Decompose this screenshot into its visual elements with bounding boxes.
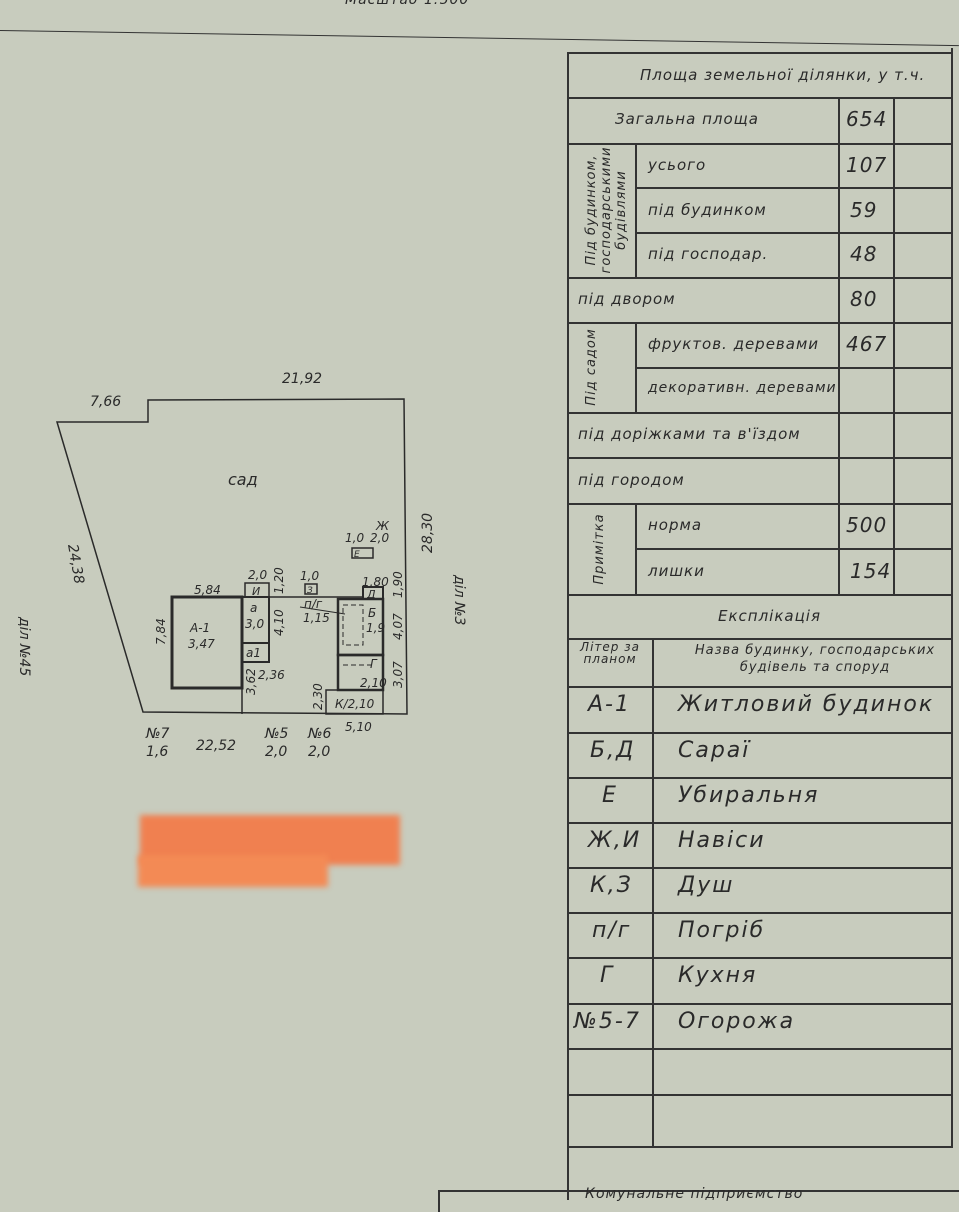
fence-value: 1,6 [146,744,168,760]
canopy-i [244,582,270,598]
row-value: 107 [846,153,888,177]
dim-label: 4,10 [272,609,286,636]
label-z: З [307,586,313,596]
dim-label: 1,80 [362,575,389,589]
label-pg: п/г [304,597,323,611]
dim-label: 2,30 [311,683,325,710]
row-label: під доріжками та в'їздом [578,425,801,443]
name-cell: Погріб [678,918,766,943]
label-d: Д [366,588,376,601]
row-label: Загальна площа [615,110,759,128]
dim-label: 1,90 [391,571,405,598]
dim-label: 3,62 [244,668,258,695]
row-label: лишки [648,562,705,580]
dim-label: 1,0 [345,531,364,545]
letter-cell: К,З [590,873,633,898]
name-cell: Житловий будинок [678,692,935,717]
row-value: 80 [850,287,878,311]
dim-label: 7,66 [90,394,121,410]
letter-cell: А-1 [588,692,631,717]
row-value: 500 [846,513,888,537]
letter-cell: п/г [592,918,632,943]
row-label: під будинком [648,201,767,219]
scale-label: Масштаб 1:500 [345,0,470,8]
explication-title: Експлікація [718,607,821,625]
garden-group-label: Під садом [584,328,599,406]
letter-cell: Б,Д [590,738,636,763]
row-label: під городом [578,471,685,489]
dim-label: 2,0 [370,531,389,545]
dim-label: 5,10 [345,720,372,734]
name-cell: Огорожа [678,1009,796,1034]
row-value: 59 [850,198,878,222]
letter-cell: №5-7 [574,1009,641,1034]
label-a1: А-1 [189,621,210,635]
name-cell: Навіси [678,828,766,853]
letter-cell: Ж,И [588,828,642,853]
label-a: а [250,601,257,615]
dim-label: 24,38 [64,543,87,585]
dim-label: 1,0 [300,569,319,583]
label-a1-ext: а1 [246,646,261,660]
col-name-header: Назва будинку, господарських будівель та… [694,643,936,675]
neighbor-left: діл №45 [16,616,32,676]
dim-label: 2,0 [248,568,267,582]
shower-z [304,583,318,595]
label-a-height: 3,0 [245,617,264,631]
dim-label: 5,84 [194,583,221,597]
row-label: під двором [578,290,676,308]
label-k: К/2,10 [335,697,375,711]
row-label: норма [648,516,703,534]
row-value: 48 [850,242,878,266]
label-a1-height: 3,47 [188,637,215,651]
label-b-height: 1,9 [366,621,385,635]
shower-k [325,689,384,715]
label-g-height: 2,10 [360,676,387,690]
row-label: декоративн. деревами [648,380,837,396]
letter-cell: Е [602,783,618,808]
label-e: Е [354,550,360,560]
fence-value: 2,0 [308,744,330,760]
dim-label: 1,20 [272,567,286,594]
dim-label: 7,84 [154,618,168,645]
plot-boundary [55,398,408,715]
name-cell: Душ [678,873,735,898]
label-b: Б [368,606,376,620]
dim-label: 2,36 [258,668,285,682]
dim-label: 3,07 [391,661,405,688]
fence-label: №7 [145,726,170,742]
letter-cell: Г [600,963,615,988]
dim-label: 21,92 [282,371,322,387]
garden-label: сад [228,470,258,489]
row-label: фруктов. деревами [648,335,820,353]
toilet-e [351,547,374,559]
name-cell: Сараї [678,738,751,763]
fence-value: 2,0 [265,744,287,760]
footer-text: Комунальне підприємство [585,1186,804,1202]
row-label: усього [648,156,707,174]
name-cell: Кухня [678,963,758,988]
site-plan: сад 7,66 21,92 24,38 28,30 22,52 5,84 7,… [16,371,467,760]
label-i: И [252,585,260,598]
redaction-mark [138,855,328,887]
label-g: Г [370,657,378,671]
buildings-group-label: Під будинком, господарськими будівлями [584,146,629,274]
row-value: 467 [846,332,888,356]
name-cell: Убиральня [678,783,820,808]
row-label: під господар. [648,245,769,263]
note-group-label: Примітка [592,513,607,585]
fence-label: №6 [307,726,332,742]
dim-label: 4,07 [391,613,405,640]
dim-label: 22,52 [196,738,236,754]
row-value: 654 [846,107,888,131]
row-value: 154 [850,559,892,583]
fence-label: №5 [264,726,289,742]
neighbor-right: діл №3 [451,574,467,625]
label-zh: Ж [375,519,390,533]
dim-label: 28,30 [420,513,436,553]
area-table-title: Площа земельної ділянки, у т.ч. [640,66,926,84]
dim-label: 1,15 [303,611,330,625]
building-a1-ext [241,642,270,663]
col-letter-header: Літер за планом [580,640,640,666]
